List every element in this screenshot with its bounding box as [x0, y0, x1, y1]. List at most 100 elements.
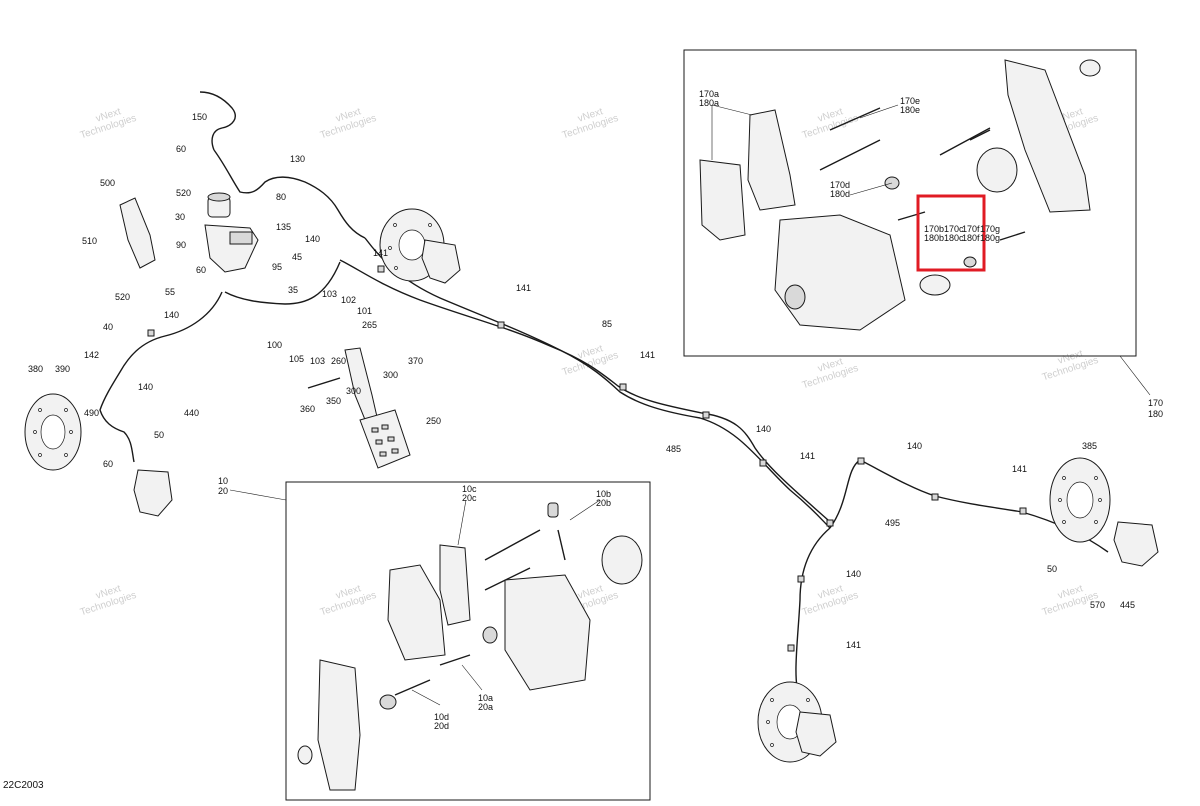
part-label: 495 [885, 518, 900, 528]
front-left-caliper [133, 469, 173, 517]
reservoir-bracket [119, 197, 156, 269]
part-label: 440 [184, 408, 199, 418]
brake-pad [387, 564, 446, 661]
secondary-brake-line [339, 259, 829, 521]
part-label: 350 [326, 396, 341, 406]
slide-pin [484, 529, 541, 561]
slide-pin [969, 129, 991, 141]
clip [759, 459, 767, 467]
inset-label: 170e [900, 96, 920, 106]
part-label: 390 [55, 364, 70, 374]
main-brake-line [364, 237, 831, 529]
diagram-code: 22C2003 [3, 780, 44, 791]
clip [497, 321, 505, 329]
caliper-boot [601, 535, 643, 585]
slide-pin [939, 127, 991, 156]
bleeder-cap [547, 502, 559, 518]
inset-label: 20b [596, 498, 611, 508]
part-label: 103 [310, 356, 325, 366]
part-label: 142 [84, 350, 99, 360]
clip [1019, 507, 1027, 515]
master-link-line [224, 261, 341, 305]
brake-pad [747, 109, 796, 211]
pedal-grip [381, 424, 389, 430]
master-cylinder-piston [229, 231, 253, 245]
part-label: 101 [357, 306, 372, 316]
bushing [297, 745, 313, 765]
part-label: 10 [218, 476, 228, 486]
pedal-grip [391, 448, 399, 454]
part-label: 140 [164, 310, 179, 320]
part-label: 260 [331, 356, 346, 366]
part-label: 520 [176, 188, 191, 198]
part-label: 35 [288, 285, 298, 295]
inset-labels: 170a 180a 170e 180e 170d 180d 170b 180b … [434, 89, 1000, 731]
inset-label: 170f [962, 224, 980, 234]
pedal-grip [387, 436, 395, 442]
part-label: 40 [103, 322, 113, 332]
master-cylinder [204, 192, 259, 273]
bushing [1079, 59, 1101, 77]
rear-left-caliper [795, 711, 837, 757]
inset-label: 180f [962, 233, 980, 243]
part-label: 140 [756, 424, 771, 434]
washer [482, 626, 498, 644]
part-label: 141 [516, 283, 531, 293]
inset-rear-caliper-parts [699, 59, 1101, 331]
part-label: 250 [426, 416, 441, 426]
part-label: 180 [1148, 409, 1163, 419]
inset-label: 10d [434, 712, 449, 722]
sleeve [919, 274, 951, 296]
part-label: 103 [322, 289, 337, 299]
caliper-boot [976, 147, 1018, 193]
rear-right-caliper [1113, 521, 1159, 567]
brake-pad [439, 544, 471, 626]
slide-pin [829, 107, 881, 131]
inset-label: 180e [900, 105, 920, 115]
part-label: 370 [408, 356, 423, 366]
part-label: 380 [28, 364, 43, 374]
rear-caliper-body [774, 214, 906, 331]
part-label: 500 [100, 178, 115, 188]
part-label: 510 [82, 236, 97, 246]
inset-label: 180a [699, 98, 719, 108]
clip [702, 411, 710, 419]
inset-leader [1119, 355, 1151, 396]
part-label: 140 [846, 569, 861, 579]
brake-lines [99, 91, 1109, 731]
part-label: 141 [373, 248, 388, 258]
bleeder-screw [897, 211, 926, 221]
part-label: 85 [602, 319, 612, 329]
clip [377, 265, 385, 273]
inset-front-caliper-parts [297, 499, 643, 791]
part-label: 100 [267, 340, 282, 350]
part-label: 102 [341, 295, 356, 305]
front-caliper-body [504, 574, 591, 691]
brake-pad [699, 159, 746, 241]
line-clips [147, 265, 1027, 652]
clip [797, 575, 805, 583]
inset-label: 170g [980, 224, 1000, 234]
slide-pin [439, 654, 471, 666]
brake-pedal [307, 347, 411, 469]
caliper-piston [784, 284, 806, 310]
part-label: 50 [1047, 564, 1057, 574]
inset-label: 20d [434, 721, 449, 731]
slide-pin [819, 139, 881, 171]
part-label: 490 [84, 408, 99, 418]
part-label: 60 [196, 265, 206, 275]
part-label: 140 [305, 234, 320, 244]
inset-label: 170d [830, 180, 850, 190]
part-label: 55 [165, 287, 175, 297]
hose-upper [213, 149, 366, 239]
inset-label: 10c [462, 484, 477, 494]
inset-label: 20a [478, 702, 493, 712]
part-label: 140 [907, 441, 922, 451]
part-label: 141 [800, 451, 815, 461]
inset-label: 180d [830, 189, 850, 199]
part-label: 90 [176, 240, 186, 250]
part-label: 141 [1012, 464, 1027, 474]
highlight-box [916, 194, 986, 272]
inset-rear-caliper-frame [683, 49, 1137, 357]
part-label: 360 [300, 404, 315, 414]
